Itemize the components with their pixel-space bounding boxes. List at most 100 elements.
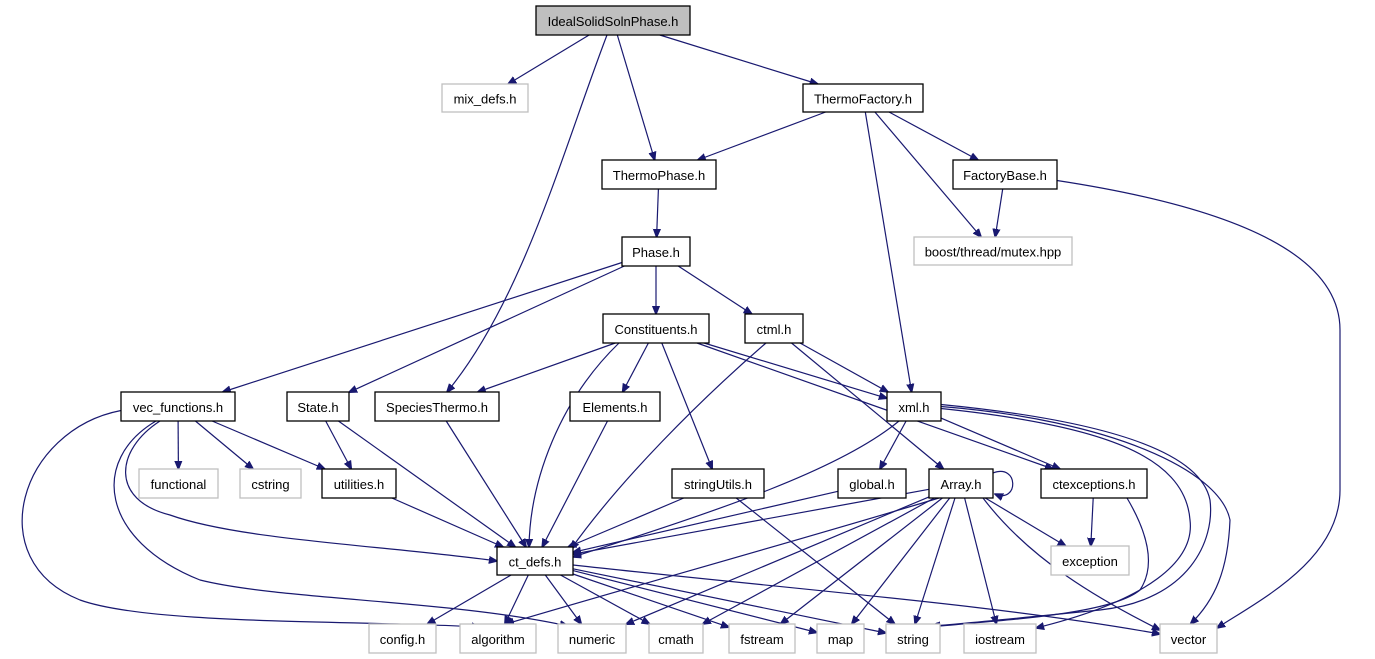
edge-phase-to-vec_functions [223,261,623,393]
node-label: IdealSolidSolnPhase.h [548,14,679,29]
node-box [535,5,691,36]
node-label: cstring [251,477,289,492]
node-idealsolidsolnphase[interactable]: IdealSolidSolnPhase.h [535,5,691,36]
nodes-layer: IdealSolidSolnPhase.h mix_defs.h ThermoFac… [120,5,1218,654]
node-vec-functions[interactable]: vec_functions.h [120,391,236,422]
edge-factorybase-to-vector [1056,179,1341,629]
node-state[interactable]: State.h [286,391,350,422]
edge-stringutils-to-string [735,497,895,624]
node-speciesthermo[interactable]: SpeciesThermo.h [374,391,500,422]
node-box [728,623,796,654]
node-mix-defs: mix_defs.h [441,83,529,113]
node-algorithm: algorithm [459,623,537,654]
edge-constituents-to-stringutils [661,342,712,469]
edge-idealsolidsolnphase-to-speciesthermo [447,34,608,392]
edge-array-to-cmath [703,497,935,624]
edge-constituents-to-ctexceptions [696,342,1053,469]
node-vector: vector [1159,623,1218,654]
edge-global-to-ct_defs [573,490,839,552]
node-iostream: iostream [963,623,1037,654]
node-cmath: cmath [648,623,704,654]
node-label: iostream [975,632,1025,647]
edge-thermofactory-to-factorybase [888,111,978,160]
node-box [1040,468,1148,499]
edge-vec_functions-to-ct_defs [125,420,497,561]
node-box [886,391,942,422]
node-label: exception [1062,554,1118,569]
node-box [648,623,704,654]
edge-array-to-map [852,497,951,624]
node-array[interactable]: Array.h [928,468,994,499]
node-label: ctexceptions.h [1052,477,1135,492]
edge-stringutils-to-ct_defs [568,497,685,547]
node-label: Elements.h [582,400,647,415]
node-box [557,623,627,654]
edge-vec_functions-to-utilities [211,420,325,469]
edge-utilities-to-ct_defs [391,497,503,547]
node-utilities[interactable]: utilities.h [321,468,397,499]
node-xml[interactable]: xml.h [886,391,942,422]
node-global[interactable]: global.h [837,468,907,499]
node-label: functional [151,477,207,492]
edge-xml-to-iostream [940,407,1191,629]
node-label: Array.h [941,477,982,492]
node-label: ct_defs.h [509,555,562,570]
node-constituents[interactable]: Constituents.h [602,313,710,344]
edge-array-to-string [915,497,956,624]
edge-ct_defs-to-numeric [544,574,581,624]
node-fstream: fstream [728,623,796,654]
node-thermofactory[interactable]: ThermoFactory.h [802,83,924,113]
node-box [239,468,302,499]
node-phase[interactable]: Phase.h [621,236,691,267]
edge-ct_defs-to-string [572,568,886,633]
edge-xml-to-ctexceptions [940,417,1060,469]
node-box [602,313,710,344]
edge-constituents-to-elements [623,342,649,392]
node-label: ThermoPhase.h [613,168,706,183]
node-box [816,623,865,654]
node-label: ctml.h [757,322,792,337]
node-label: FactoryBase.h [963,168,1047,183]
node-functional: functional [138,468,219,499]
node-label: map [828,632,853,647]
node-factorybase[interactable]: FactoryBase.h [952,159,1058,190]
edge-constituents-to-ct_defs [529,342,620,547]
node-box [621,236,691,267]
edge-factorybase-to-mutex [995,188,1004,237]
node-mutex: boost/thread/mutex.hpp [913,236,1073,266]
node-ct-defs[interactable]: ct_defs.h [496,546,574,576]
edge-ct_defs-to-cmath [560,574,650,624]
node-map: map [816,623,865,654]
node-box [601,159,717,190]
node-box [671,468,765,499]
edge-state-to-ct_defs [338,420,515,547]
node-box [569,391,661,422]
node-ctexceptions[interactable]: ctexceptions.h [1040,468,1148,499]
node-stringutils[interactable]: stringUtils.h [671,468,765,499]
edge-ct_defs-to-vector [572,564,1160,634]
edge-ct_defs-to-config [427,574,512,624]
node-label: algorithm [471,632,524,647]
node-label: numeric [569,632,616,647]
node-label: xml.h [898,400,929,415]
node-box [963,623,1037,654]
node-thermophase[interactable]: ThermoPhase.h [601,159,717,190]
node-box [374,391,500,422]
node-string: string [885,623,941,654]
edge-speciesthermo-to-ct_defs [445,420,526,547]
node-label: State.h [297,400,338,415]
node-ctml[interactable]: ctml.h [744,313,804,344]
edge-thermofactory-to-xml [864,111,911,392]
edge-array-to-iostream [964,497,997,624]
node-box [368,623,437,654]
node-box [286,391,350,422]
edge-array-to-fstream [781,497,943,624]
edge-thermofactory-to-mutex [874,111,981,237]
node-box [802,83,924,113]
node-label: string [897,632,929,647]
node-box [885,623,941,654]
node-cstring: cstring [239,468,302,499]
node-elements[interactable]: Elements.h [569,391,661,422]
node-label: config.h [380,632,426,647]
